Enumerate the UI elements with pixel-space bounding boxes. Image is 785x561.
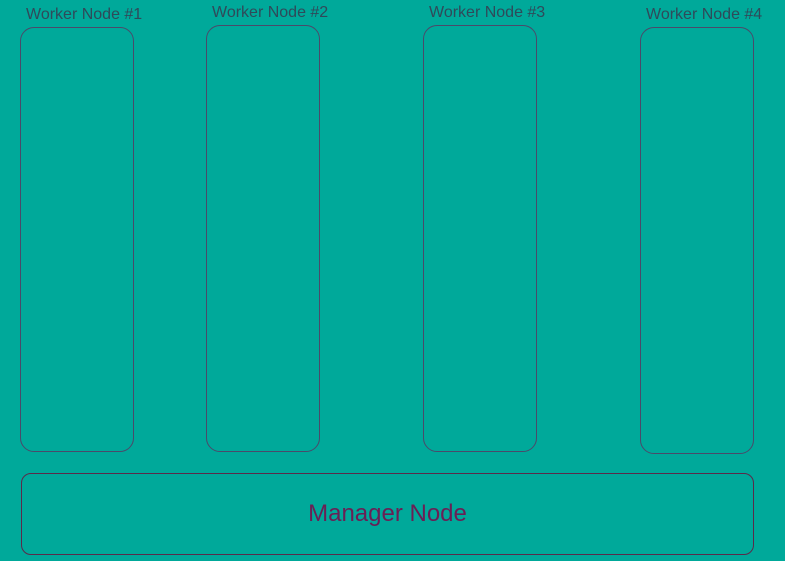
manager-node-label: Manager Node: [308, 500, 467, 527]
worker-node-3-box: [423, 25, 537, 452]
worker-node-2-label: Worker Node #2: [212, 4, 329, 21]
manager-node-box: Manager Node: [21, 473, 754, 555]
worker-node-4-box: [640, 27, 754, 454]
worker-node-1-label: Worker Node #1: [26, 6, 143, 23]
worker-node-1-box: [20, 27, 134, 452]
worker-node-3-label: Worker Node #3: [429, 4, 546, 21]
worker-node-4-label: Worker Node #4: [646, 6, 763, 23]
worker-node-2-box: [206, 25, 320, 452]
